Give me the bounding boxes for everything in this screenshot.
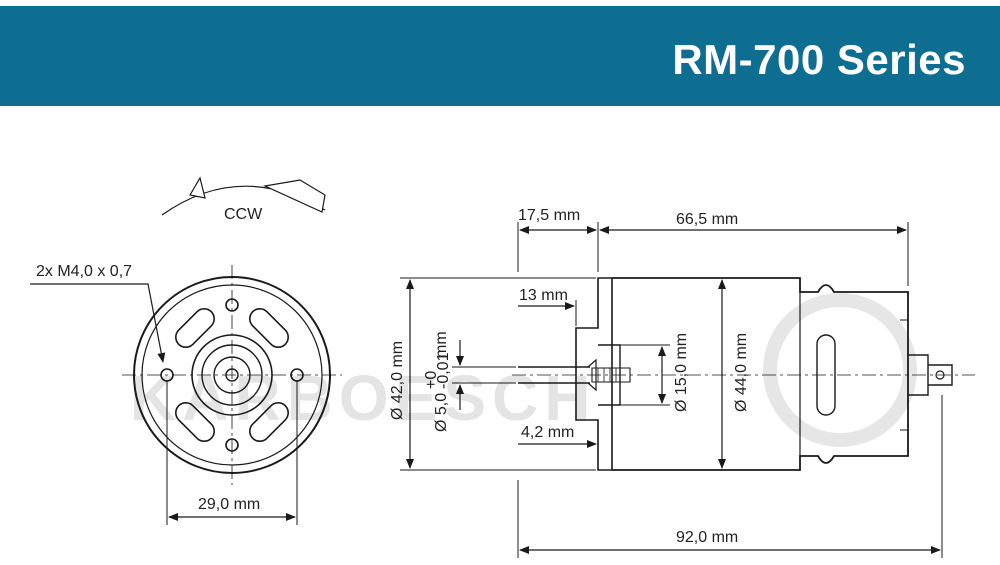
rotation-label: CCW: [224, 206, 263, 223]
shaft-diameter-label-group: Ø 5,0 +0 -0,01 mm: [423, 331, 452, 432]
body-length-label: 66,5 mm: [676, 211, 738, 228]
shaft-length-label: 17,5 mm: [518, 207, 580, 224]
watermark-logo: [763, 293, 917, 447]
shaft-diameter-label: Ø 5,0: [433, 393, 450, 432]
body-diameter-label: Ø 44,0 mm: [733, 333, 750, 412]
flange-diameter-label: Ø 42,0 mm: [389, 341, 406, 420]
shaft-tolerance-lower: -0,01: [435, 352, 452, 389]
thread-label: 2x M4,0 x 0,7: [36, 263, 132, 280]
boss-offset-label: 4,2 mm: [521, 424, 574, 441]
header-bar: RM-700 Series: [0, 6, 1000, 106]
hole-spacing-label: 29,0 mm: [198, 496, 260, 513]
front-view: [30, 176, 342, 525]
boss-length-label: 13 mm: [519, 287, 568, 304]
shaft-tolerance-upper: +0: [423, 371, 440, 389]
shaft-diameter-unit: mm: [433, 331, 450, 358]
boss-diameter-label: Ø 15,0 mm: [673, 333, 690, 412]
total-length-label: 92,0 mm: [676, 529, 738, 546]
series-title: RM-700 Series: [672, 36, 966, 83]
side-view: [400, 222, 975, 558]
watermark-text: KARBOESCH: [130, 362, 596, 434]
